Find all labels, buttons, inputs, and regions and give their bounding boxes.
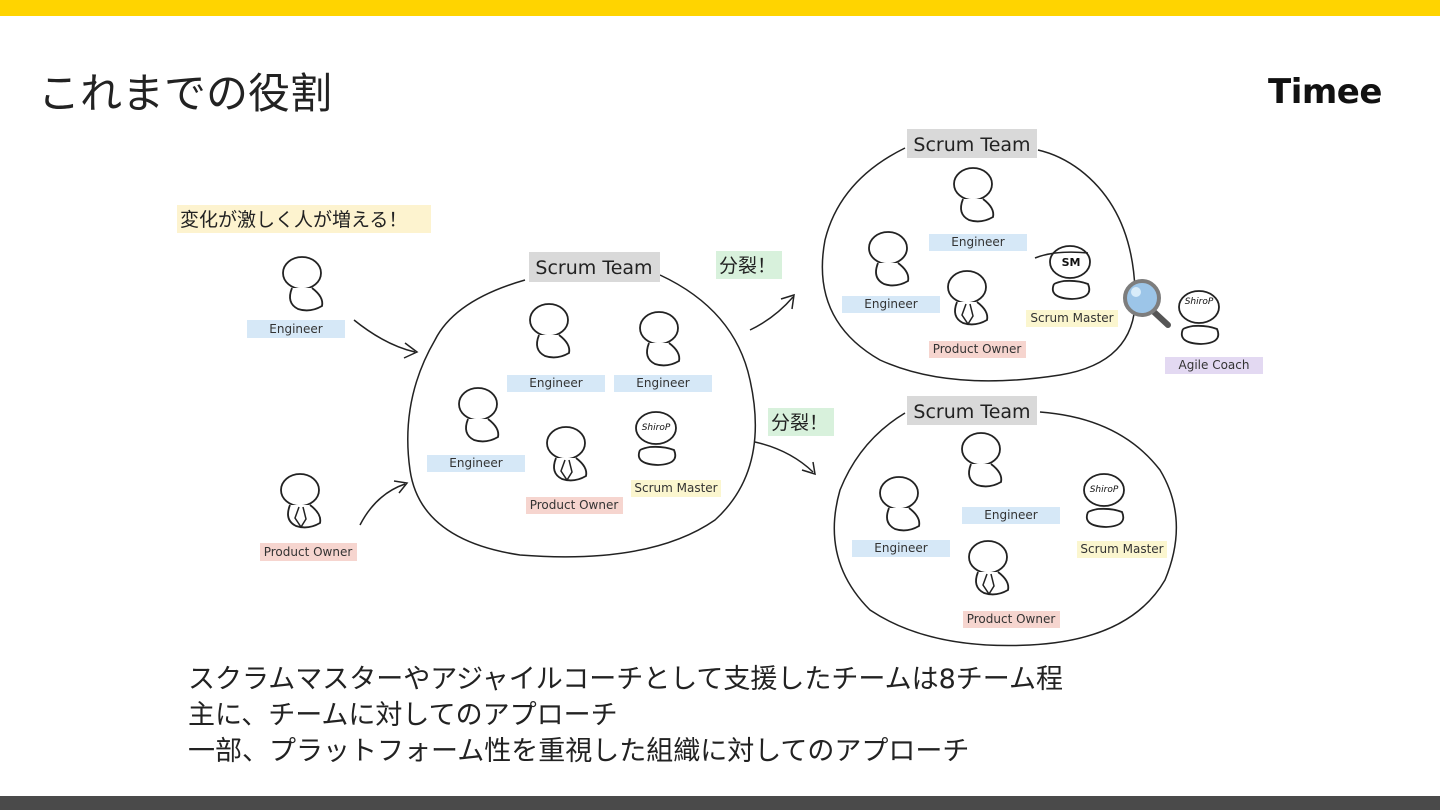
growth-note-bg — [177, 205, 431, 233]
arrow-engineer-in — [353, 319, 416, 353]
bottom-bar — [0, 796, 1440, 810]
incoming-engineer-icon — [282, 256, 324, 312]
bottom-team-title: Scrum Team — [913, 401, 1030, 423]
bottom-shirop-mark: ShiroP — [1090, 485, 1119, 495]
timee-logo: Timee — [1268, 72, 1382, 112]
incoming-product-owner-icon — [280, 473, 322, 529]
bottom-team-boundary — [833, 411, 1178, 647]
central-engineer-1-label: Engineer — [529, 376, 583, 390]
central-scrum-master-label: Scrum Master — [634, 481, 717, 495]
split-note-top: 分裂！ — [719, 255, 776, 277]
bottom-engineer-2-icon — [879, 476, 921, 532]
bottom-engineer-1-label: Engineer — [984, 508, 1038, 522]
central-engineer-2-label: Engineer — [636, 376, 690, 390]
agile-coach-label: Agile Coach — [1179, 358, 1250, 372]
incoming-product-owner-label: Product Owner — [264, 545, 353, 559]
central-engineer-1-icon — [529, 303, 571, 359]
bottom-engineer-1-icon — [961, 432, 1003, 488]
top-engineer-2-icon — [868, 231, 910, 287]
top-engineer-1-label: Engineer — [951, 235, 1005, 249]
top-accent-bar — [0, 0, 1440, 16]
sm-mark: SM — [1062, 256, 1081, 269]
bottom-product-owner-icon — [968, 540, 1010, 596]
central-team-title: Scrum Team — [535, 257, 652, 279]
top-team-boundary — [821, 147, 1136, 382]
top-scrum-master-icon — [1049, 245, 1091, 300]
central-product-owner-label: Product Owner — [530, 498, 619, 512]
shirop-mark: ShiroP — [642, 423, 671, 433]
summary-line-2: 主に、チームに対してのアプローチ — [188, 700, 618, 731]
summary-line-3: 一部、プラットフォーム性を重視した組織に対してのアプローチ — [188, 736, 970, 767]
central-product-owner-icon — [546, 426, 588, 482]
incoming-engineer-label: Engineer — [269, 322, 323, 336]
slide-title: これまでの役割 — [38, 69, 333, 118]
magnifier-icon — [1123, 279, 1171, 328]
top-product-owner-icon — [947, 270, 989, 326]
bottom-scrum-master-icon — [1083, 473, 1125, 528]
bottom-product-owner-label: Product Owner — [967, 612, 1056, 626]
bottom-scrum-master-label: Scrum Master — [1080, 542, 1163, 556]
top-engineer-1-icon — [953, 167, 995, 223]
top-team-title: Scrum Team — [913, 134, 1030, 156]
top-product-owner-label: Product Owner — [933, 342, 1022, 356]
arrow-split-top — [749, 296, 794, 331]
split-note-bottom: 分裂！ — [771, 412, 828, 434]
agile-coach-shirop-mark: ShiroP — [1185, 297, 1214, 307]
central-engineer-3-label: Engineer — [449, 456, 503, 470]
central-scrum-master-icon — [635, 411, 677, 466]
summary-line-1: スクラムマスターやアジャイルコーチとして支援したチームは8チーム程 — [188, 664, 1063, 695]
central-engineer-3-icon — [458, 387, 500, 443]
summary-text: スクラムマスターやアジャイルコーチとして支援したチームは8チーム程 主に、チーム… — [188, 662, 1063, 770]
bottom-engineer-2-label: Engineer — [874, 541, 928, 555]
central-engineer-2-icon — [639, 311, 681, 367]
arrow-split-bottom — [754, 441, 814, 473]
central-team-boundary — [407, 274, 756, 558]
growth-note: 変化が激しく人が増える！ — [180, 209, 407, 231]
top-engineer-2-label: Engineer — [864, 297, 918, 311]
arrow-po-in — [359, 483, 406, 526]
top-scrum-master-label: Scrum Master — [1030, 311, 1113, 325]
